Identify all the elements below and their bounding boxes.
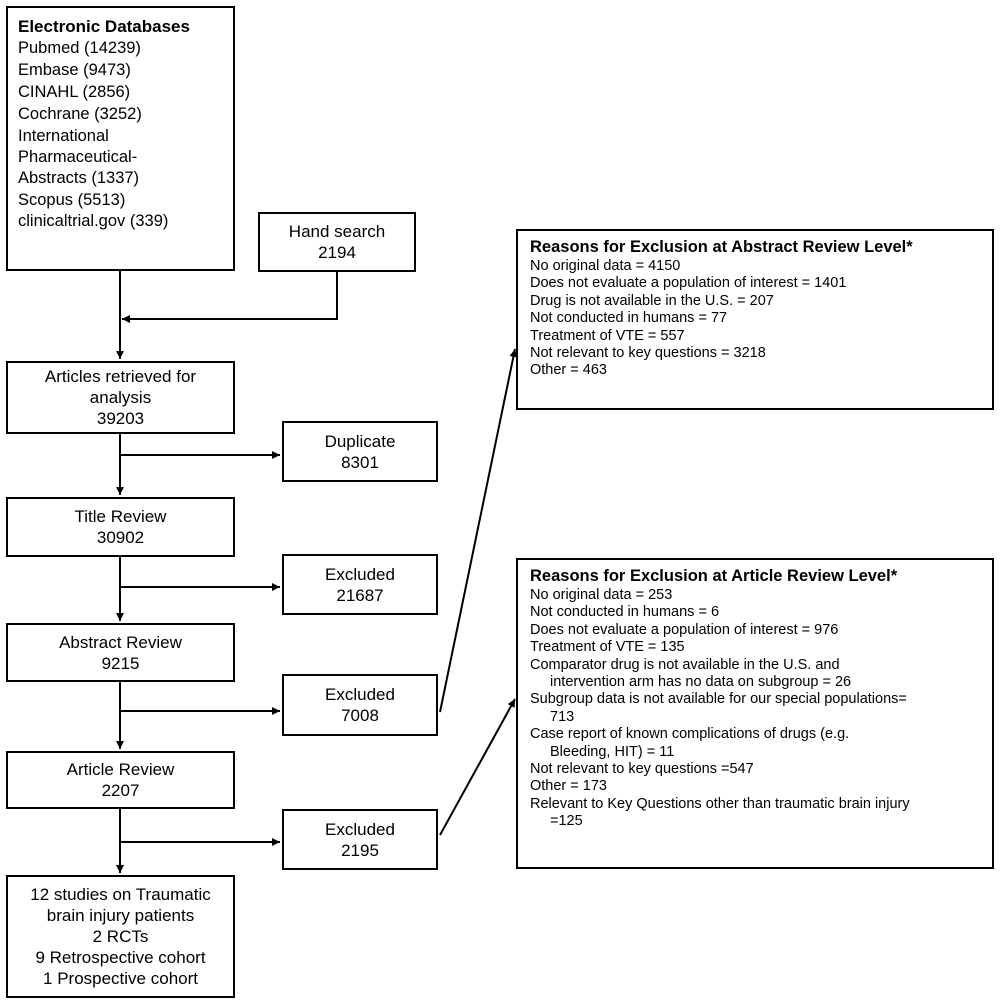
database-item: Cochrane (3252)	[18, 105, 142, 123]
reason-item: Relevant to Key Questions other than tra…	[530, 795, 910, 812]
abstract-exclusion-reasons-box: Reasons for Exclusion at Abstract Review…	[516, 229, 994, 410]
article-review-count: 2207	[101, 781, 140, 800]
article-reasons-title: Reasons for Exclusion at Article Review …	[530, 567, 898, 585]
reason-item: Not conducted in humans = 77	[530, 310, 728, 327]
title-review-count: 30902	[96, 528, 145, 547]
database-item: International	[18, 127, 109, 145]
retrieved-line2: analysis	[89, 388, 152, 407]
article-review-label: Article Review	[66, 760, 175, 779]
excluded-count: 2195	[341, 840, 379, 860]
article-review-box: Article Review 2207	[6, 751, 235, 809]
excluded-label: Excluded	[325, 819, 395, 839]
reason-item: 713	[550, 708, 575, 725]
reason-item: Other = 173	[530, 778, 607, 795]
retrieved-count: 39203	[96, 409, 145, 428]
reason-item: No original data = 4150	[530, 258, 681, 274]
reason-item: Does not evaluate a population of intere…	[530, 275, 847, 292]
databases-title: Electronic Databases	[18, 17, 190, 36]
reason-item: Not relevant to key questions = 3218	[530, 345, 766, 362]
arrow-to-abstract-reasons	[439, 348, 518, 713]
reason-item: Drug is not available in the U.S. = 207	[530, 292, 774, 309]
title-review-box: Title Review 30902	[6, 497, 235, 557]
final-line: brain injury patients	[46, 906, 195, 925]
excluded-count: 7008	[341, 706, 379, 725]
excluded-abstract-box: Excluded 7008	[282, 674, 438, 736]
abstract-reasons-title: Reasons for Exclusion at Abstract Review…	[530, 238, 913, 256]
final-line: 12 studies on Traumatic	[30, 885, 211, 904]
excluded-article-box: Excluded 2195	[282, 809, 438, 870]
reason-item: Subgroup data is not available for our s…	[530, 691, 907, 708]
final-line: 9 Retrospective cohort	[35, 948, 206, 967]
database-item: clinicaltrial.gov (339)	[18, 212, 169, 230]
final-line: 2 RCTs	[92, 927, 149, 946]
electronic-databases-box: Electronic Databases Pubmed (14239) Emba…	[6, 6, 235, 271]
abstract-review-count: 9215	[101, 653, 140, 673]
abstract-review-box: Abstract Review 9215	[6, 623, 235, 682]
reason-item: Treatment of VTE = 557	[530, 327, 685, 344]
database-item: Scopus (5513)	[18, 191, 126, 209]
hand-search-box: Hand search 2194	[258, 212, 416, 272]
duplicate-label: Duplicate	[324, 431, 396, 451]
reason-item: =125	[550, 813, 583, 830]
database-item: Pharmaceutical-	[18, 148, 138, 166]
retrieved-line1: Articles retrieved for	[44, 367, 197, 386]
database-item: Abstracts (1337)	[18, 169, 140, 187]
reason-item: Case report of known complications of dr…	[530, 726, 850, 743]
reason-item: Other = 463	[530, 362, 607, 379]
duplicate-box: Duplicate 8301	[282, 421, 438, 482]
reason-item: Bleeding, HIT) = 11	[550, 743, 675, 760]
reason-item: Does not evaluate a population of intere…	[530, 621, 839, 638]
database-item: Pubmed (14239)	[18, 39, 141, 57]
hand-search-count: 2194	[318, 243, 356, 262]
arrow-handsearch-merge	[122, 271, 338, 323]
included-studies-box: 12 studies on Traumatic brain injury pat…	[6, 875, 235, 998]
duplicate-count: 8301	[341, 452, 379, 472]
reason-item: Not conducted in humans = 6	[530, 604, 720, 621]
reason-item: Comparator drug is not available in the …	[530, 656, 840, 673]
excluded-title-box: Excluded 21687	[282, 554, 438, 615]
title-review-label: Title Review	[74, 507, 167, 526]
excluded-label: Excluded	[325, 685, 395, 704]
reason-item: No original data = 253	[530, 587, 673, 603]
database-item: Embase (9473)	[18, 61, 131, 79]
article-exclusion-reasons-box: Reasons for Exclusion at Article Review …	[516, 558, 994, 869]
reason-item: Not relevant to key questions =547	[530, 761, 754, 778]
abstract-review-label: Abstract Review	[59, 632, 182, 652]
final-line: 1 Prospective cohort	[43, 969, 198, 988]
reason-item: intervention arm has no data on subgroup…	[550, 674, 852, 691]
excluded-count: 21687	[336, 585, 384, 605]
excluded-label: Excluded	[325, 564, 395, 584]
reason-item: Treatment of VTE = 135	[530, 639, 685, 656]
articles-retrieved-box: Articles retrieved for analysis 39203	[6, 361, 235, 434]
database-item: CINAHL (2856)	[18, 83, 131, 101]
hand-search-label: Hand search	[288, 222, 386, 241]
arrow-to-article-reasons	[439, 698, 516, 836]
